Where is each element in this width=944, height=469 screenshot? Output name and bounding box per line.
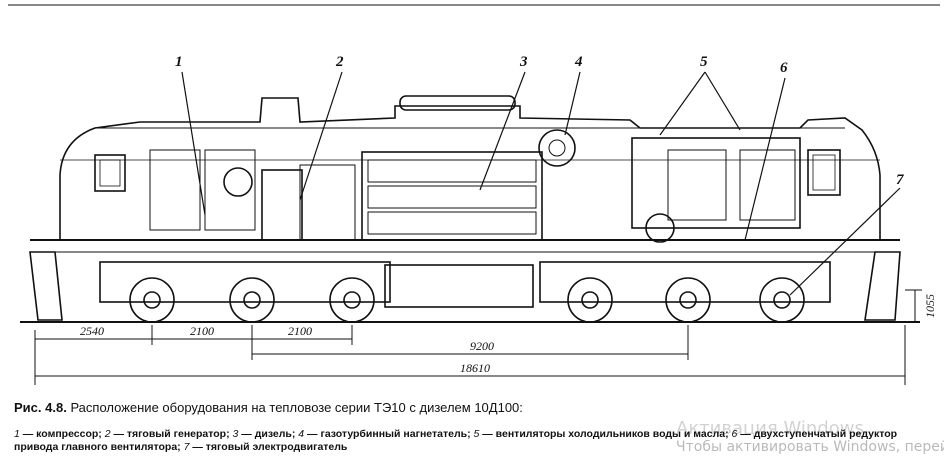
dim-18610: 18610	[460, 361, 490, 375]
figure-caption: Рис. 4.8. Расположение оборудования на т…	[14, 400, 934, 416]
legend-num-2: 2	[104, 428, 111, 440]
turbocharger	[538, 129, 576, 167]
callout-3: 3	[519, 54, 528, 70]
caption-text: Расположение оборудования на тепловозе с…	[70, 400, 523, 415]
dim-2100-first: 2100	[190, 324, 214, 338]
watermark-text: Чтобы активировать Windows, перейдите	[676, 439, 944, 455]
locomotive-drawing: 1 2 3 4 5 6 7 2540 2100 2100 9200 18610 …	[8, 4, 940, 385]
front-cab-window	[94, 154, 126, 192]
legend-num-3: 3	[232, 428, 239, 440]
callout-7: 7	[896, 172, 904, 188]
legend-text-7: — тяговый электродвигатель	[189, 441, 348, 453]
locomotive-body	[59, 97, 881, 241]
rear-bogie	[539, 261, 831, 323]
rear-cab-window	[807, 149, 841, 196]
dim-2540: 2540	[80, 324, 104, 338]
roof-reservoir	[399, 95, 516, 111]
windows-activation-watermark: Активация Windows Чтобы активировать Win…	[676, 418, 944, 455]
legend-text-5: — вентиляторы холодильников воды и масла…	[479, 428, 732, 440]
dim-2100-second: 2100	[288, 324, 312, 338]
front-bogie	[99, 261, 391, 323]
legend-text-4: — газотурбинный нагнетатель;	[304, 428, 474, 440]
traction-generator	[261, 169, 303, 241]
legend-num-6: 6	[731, 428, 738, 440]
legend-text-1: — компрессор;	[19, 428, 105, 440]
dim-9200: 9200	[470, 339, 494, 353]
callout-6: 6	[780, 60, 788, 76]
legend-text-3: — дизель;	[238, 428, 299, 440]
figure-legend: 1 — компрессор; 2 — тяговый генератор; 3…	[14, 428, 930, 454]
callout-5: 5	[700, 54, 708, 70]
callout-1: 1	[175, 54, 183, 70]
watermark-title: Активация Windows	[676, 418, 864, 439]
legend-num-4: 4	[298, 428, 305, 440]
fuel-tank	[384, 264, 534, 308]
callout-2: 2	[335, 54, 344, 70]
legend-num-5: 5	[473, 428, 480, 440]
callout-4: 4	[574, 54, 583, 70]
diesel-engine	[361, 151, 543, 241]
fan-reducer	[645, 213, 675, 243]
legend-num-7: 7	[183, 441, 190, 453]
legend-text-6: — двухступенчатый редуктор привода главн…	[14, 428, 898, 453]
caption-prefix: Рис. 4.8.	[14, 400, 67, 415]
legend-num-1: 1	[14, 428, 20, 440]
generator-fan-circle	[223, 167, 253, 197]
legend-text-2: — тяговый генератор;	[110, 428, 233, 440]
dim-1055: 1055	[923, 294, 937, 318]
